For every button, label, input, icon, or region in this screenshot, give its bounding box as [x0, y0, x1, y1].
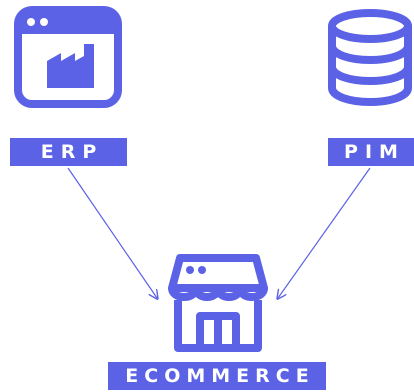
database-icon: [328, 9, 412, 107]
factory-window-icon: [14, 6, 122, 108]
arrow-erp-to-ecommerce: [67, 167, 157, 298]
storefront-icon: [168, 254, 268, 352]
erp-label: ERP: [10, 138, 127, 166]
ecommerce-label: ECOMMERCE: [108, 362, 326, 390]
arrow-pim-to-ecommerce: [278, 167, 371, 298]
pim-label: PIM: [328, 138, 414, 166]
